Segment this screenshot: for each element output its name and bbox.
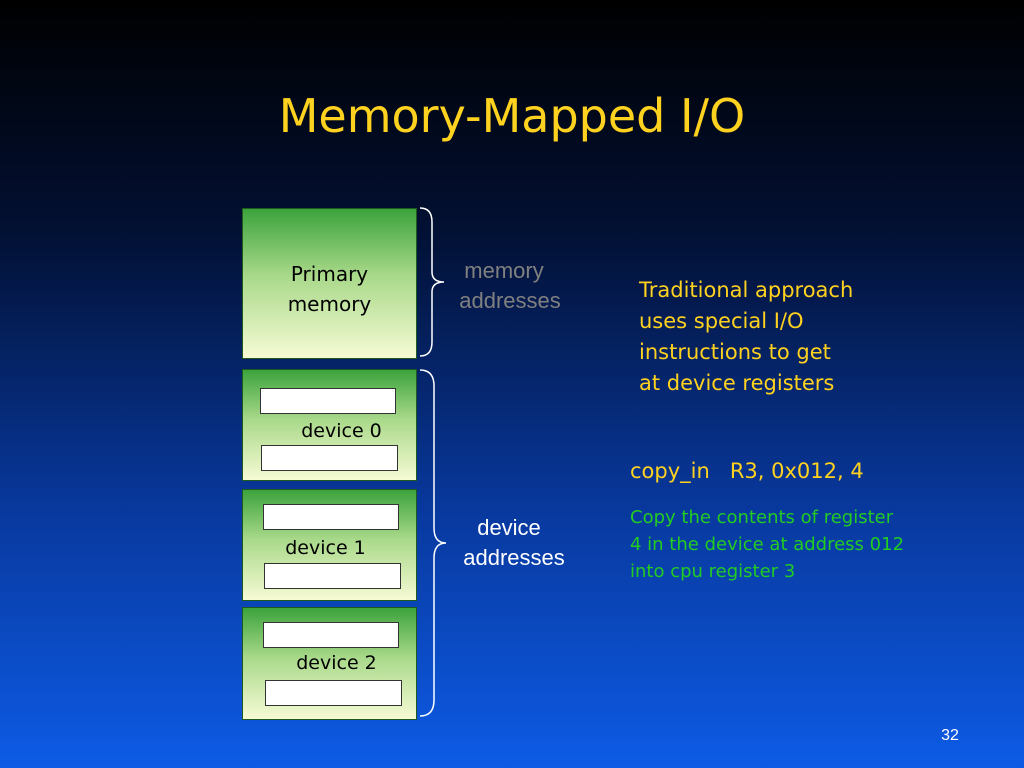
device-0-register-bottom xyxy=(261,445,398,471)
device-2-label: device 2 xyxy=(296,652,377,674)
slide-title: Memory-Mapped I/O xyxy=(278,89,746,143)
copy-in-instruction: copy_in R3, 0x012, 4 xyxy=(630,459,864,483)
memory-addresses-label-line1: memory xyxy=(464,258,544,283)
primary-memory-label-line2: memory xyxy=(287,292,372,316)
device-1-register-top xyxy=(263,504,399,530)
device-addresses-brace xyxy=(419,369,447,717)
page-number: 32 xyxy=(941,727,959,744)
explanation-line-2: 4 in the device at address 012 xyxy=(630,534,905,555)
device-0-label: device 0 xyxy=(301,420,382,442)
primary-memory-label-line1: Primary xyxy=(290,262,369,286)
instruction-explanation: Copy the contents of register 4 in the d… xyxy=(630,504,970,585)
traditional-line-2: uses special I/O xyxy=(639,309,804,333)
explanation-line-3: into cpu register 3 xyxy=(630,561,796,582)
device-addresses-label-line2: addresses xyxy=(463,545,565,570)
memory-addresses-label-line2: addresses xyxy=(459,288,561,313)
traditional-line-1: Traditional approach xyxy=(639,278,854,302)
primary-memory-block: Primary memory xyxy=(242,208,417,359)
device-2-block: device 2 xyxy=(242,607,417,720)
device-2-register-bottom xyxy=(265,680,402,706)
device-2-register-top xyxy=(263,622,399,648)
device-addresses-label-line1: device xyxy=(477,515,541,540)
traditional-approach-note: Traditional approach uses special I/O in… xyxy=(639,275,959,399)
device-1-register-bottom xyxy=(264,563,401,589)
traditional-line-3: instructions to get xyxy=(639,340,831,364)
explanation-line-1: Copy the contents of register xyxy=(630,507,894,528)
device-0-block: device 0 xyxy=(242,369,417,481)
device-1-block: device 1 xyxy=(242,489,417,601)
device-0-register-top xyxy=(260,388,396,414)
device-1-label: device 1 xyxy=(285,537,366,559)
traditional-line-4: at device registers xyxy=(639,371,835,395)
memory-addresses-brace xyxy=(419,207,445,357)
